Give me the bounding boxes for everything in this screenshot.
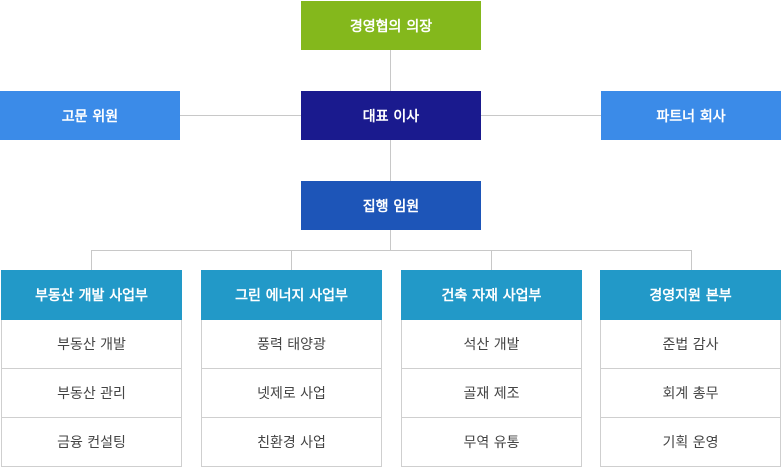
division-title: 그린 에너지 사업부 (201, 270, 382, 320)
division-item: 금융 컨설팅 (1, 418, 182, 467)
executive-label: 집행 임원 (362, 198, 420, 215)
division-item: 부동산 관리 (1, 369, 182, 418)
chair-label: 경영협의 의장 (349, 18, 433, 35)
advisor-label: 고문 위원 (61, 108, 119, 125)
connector-division-3 (491, 250, 492, 270)
division-title: 경영지원 본부 (600, 270, 781, 320)
executive-box: 집행 임원 (301, 181, 481, 230)
division-item: 골재 제조 (401, 369, 582, 418)
connector-executive-bus (390, 230, 391, 250)
division-item: 회계 총무 (600, 369, 781, 418)
division-building-materials: 건축 자재 사업부 석산 개발 골재 제조 무역 유통 (401, 270, 582, 467)
ceo-label: 대표 이사 (362, 108, 420, 125)
connector-chair-ceo (390, 50, 391, 91)
connector-bus (91, 250, 691, 251)
division-item: 부동산 개발 (1, 320, 182, 369)
division-real-estate: 부동산 개발 사업부 부동산 개발 부동산 관리 금융 컨설팅 (1, 270, 182, 467)
connector-ceo-executive (390, 140, 391, 181)
connector-division-1 (91, 250, 92, 270)
division-item: 풍력 태양광 (201, 320, 382, 369)
division-green-energy: 그린 에너지 사업부 풍력 태양광 넷제로 사업 친환경 사업 (201, 270, 382, 467)
division-item: 무역 유통 (401, 418, 582, 467)
connector-advisor-ceo (180, 115, 301, 116)
division-management-support: 경영지원 본부 준법 감사 회계 총무 기획 운영 (600, 270, 781, 467)
partner-box: 파트너 회사 (601, 91, 781, 140)
connector-division-2 (291, 250, 292, 270)
chair-box: 경영협의 의장 (301, 1, 481, 50)
division-title: 부동산 개발 사업부 (1, 270, 182, 320)
advisor-box: 고문 위원 (0, 91, 180, 140)
partner-label: 파트너 회사 (656, 108, 726, 125)
division-item: 넷제로 사업 (201, 369, 382, 418)
connector-division-4 (691, 250, 692, 270)
division-item: 기획 운영 (600, 418, 781, 467)
division-item: 친환경 사업 (201, 418, 382, 467)
ceo-box: 대표 이사 (301, 91, 481, 140)
connector-ceo-partner (481, 115, 601, 116)
division-title: 건축 자재 사업부 (401, 270, 582, 320)
division-item: 석산 개발 (401, 320, 582, 369)
division-item: 준법 감사 (600, 320, 781, 369)
